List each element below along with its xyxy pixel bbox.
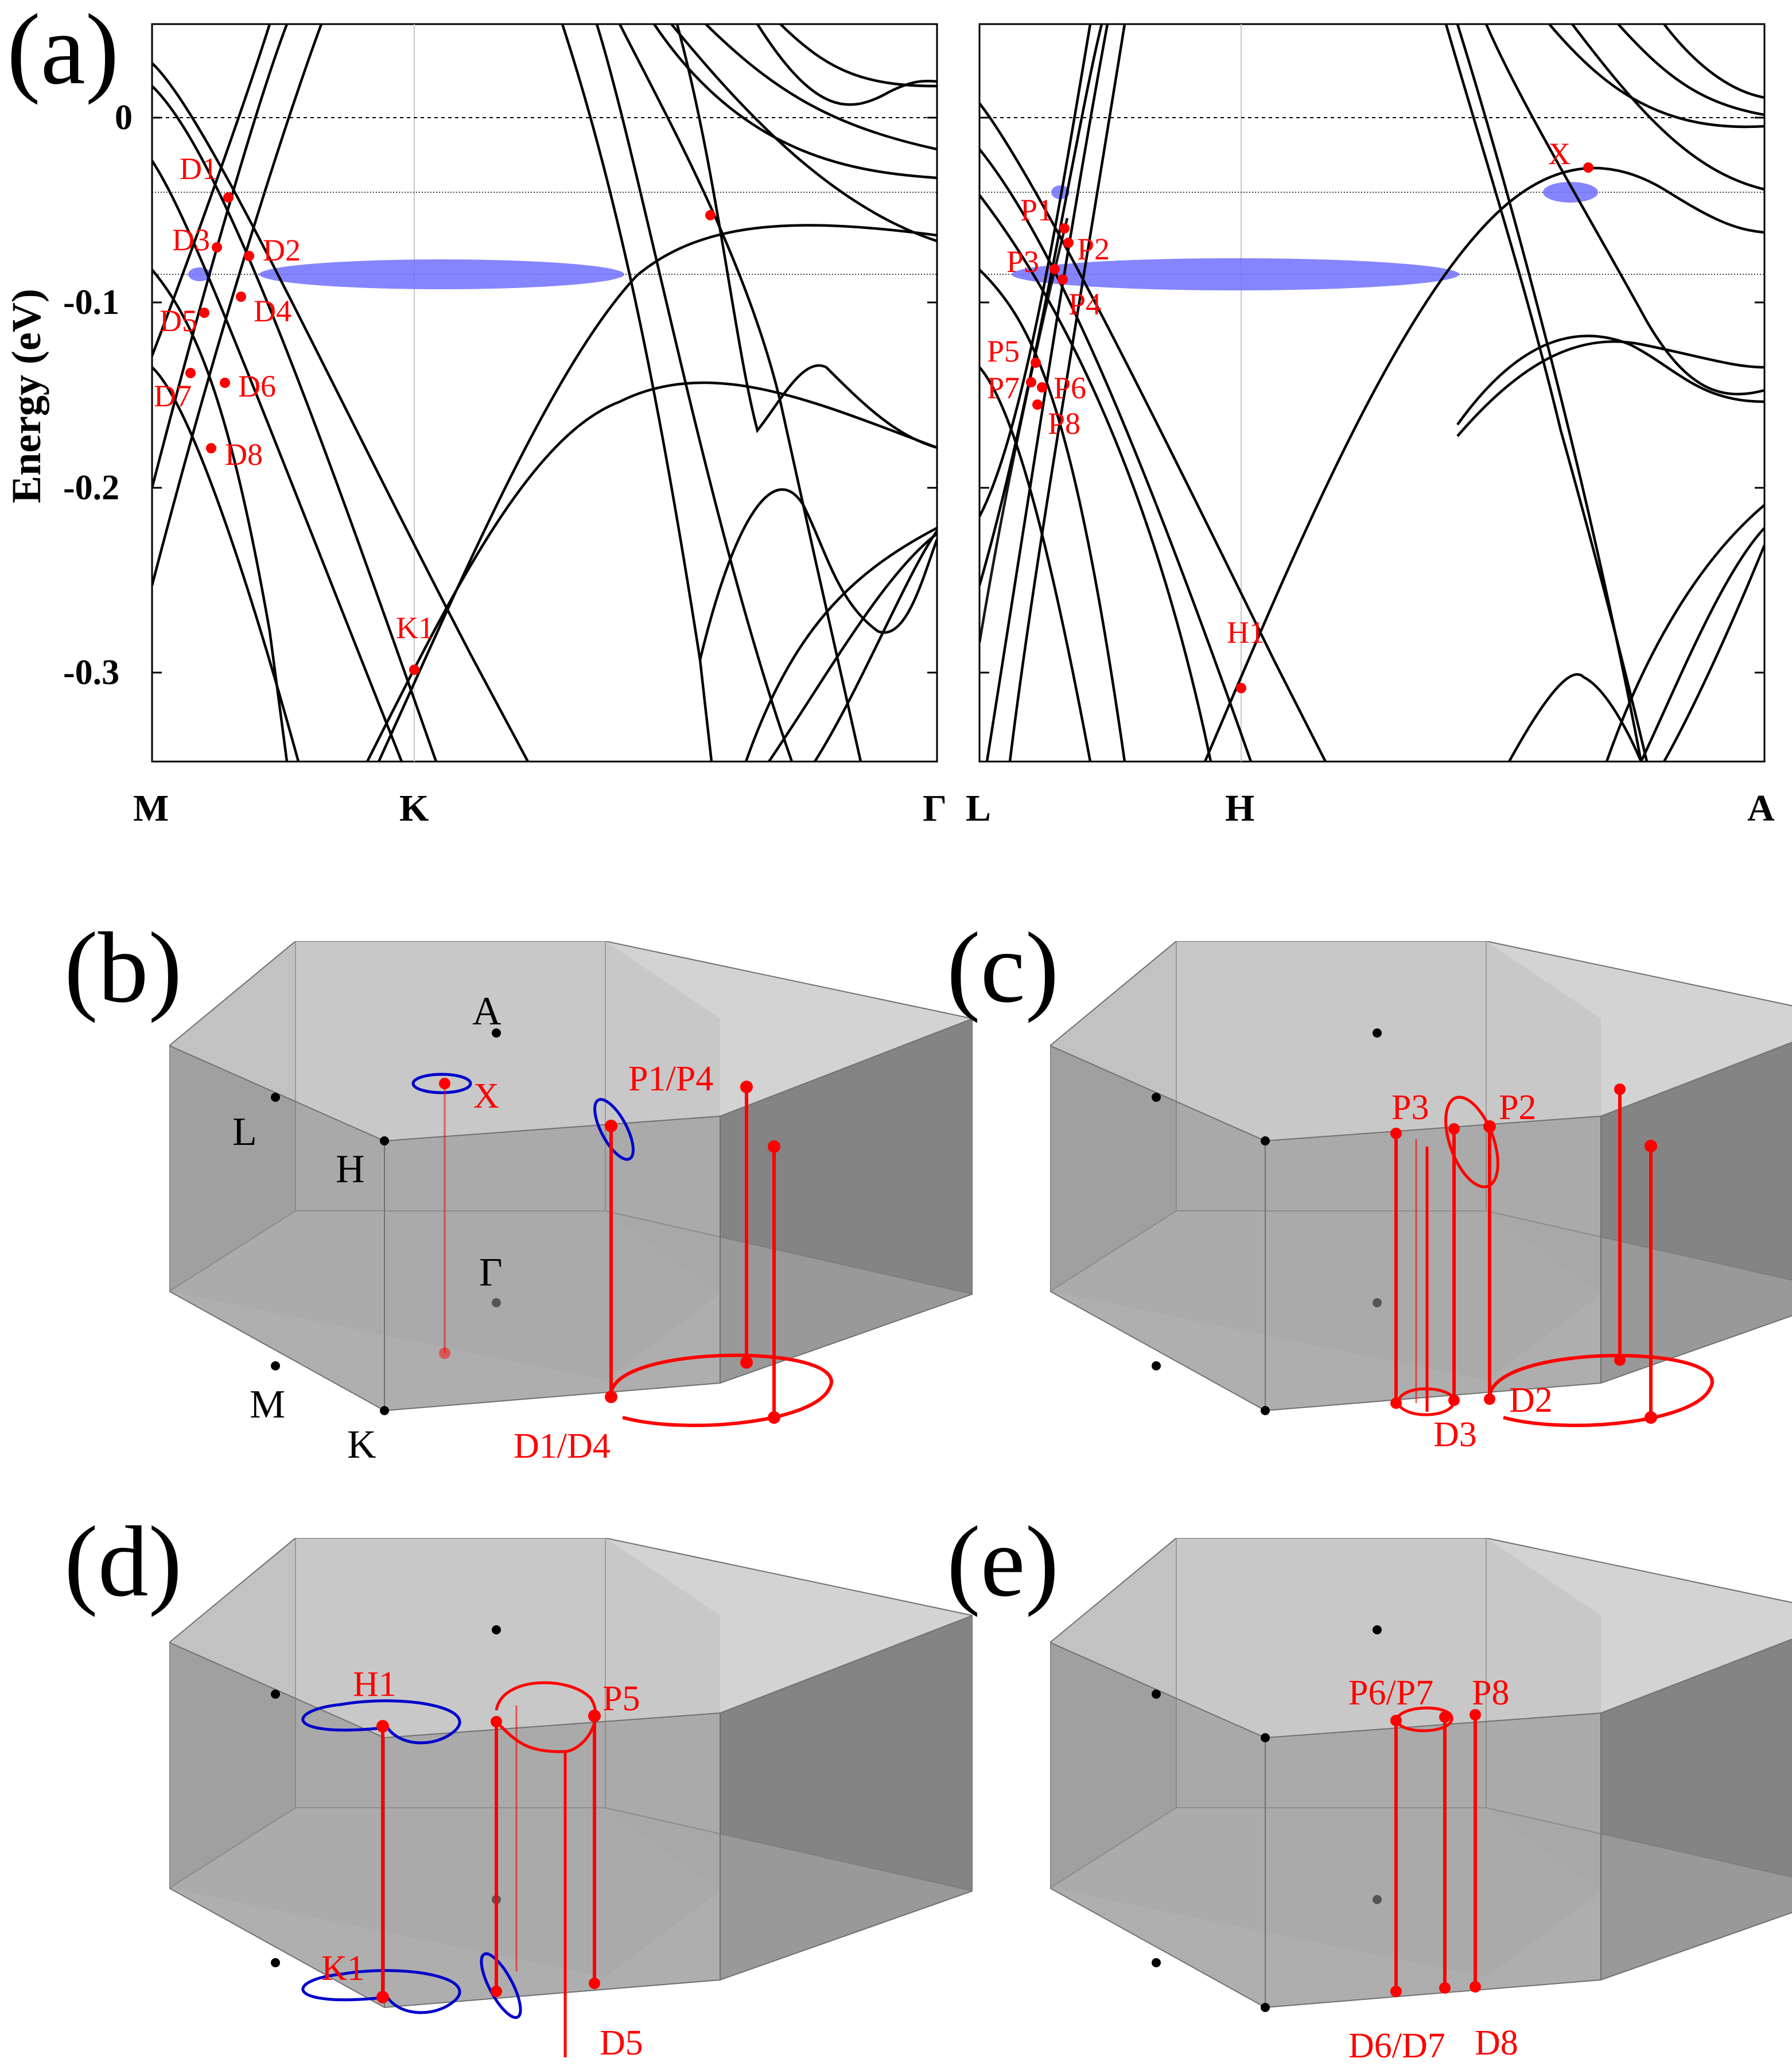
bz-point-label: A [472,989,502,1034]
panel-label-d: (d) [64,1506,182,1618]
fermi-pocket [1012,258,1459,290]
y-tick-label: 0 [115,98,133,137]
node-label: P2 [1499,1088,1536,1127]
node-label: D3 [1433,1415,1477,1454]
y-axis-label: Energy (eV) [3,289,49,503]
crossing-label: D4 [254,294,291,328]
node-label: D1/D4 [514,1427,611,1466]
crossing-label: D3 [172,223,210,257]
bz-point-label: M [250,1382,285,1427]
node-label: D2 [1509,1381,1553,1420]
node-label: H1 [353,1665,397,1704]
brillouin-zone-d: H1 P5 K1 D5 [169,1538,973,2063]
node-label: K1 [321,1949,365,1988]
node-label: P3 [1391,1088,1429,1127]
crossing-label: P6 [1054,371,1086,405]
node-label: P1/P4 [628,1059,713,1098]
bz-point-label: K [347,1423,376,1467]
panel-label-c: (c) [947,912,1059,1024]
crossing-label: P4 [1068,287,1101,321]
crossing-label: X [1548,137,1571,171]
crossing-label: D6 [238,369,276,403]
crossing-label: P1 [1020,193,1053,227]
fermi-pocket [1543,182,1598,203]
node-label: P6/P7 [1348,1673,1433,1712]
crossing-markers-left [185,192,716,675]
y-tick-label: -0.1 [63,283,119,322]
panel-label-e: (e) [947,1506,1059,1618]
brillouin-zone-e: P6/P7 P8 D6/D7 D8 [1050,1538,1792,2065]
bz-point-label: Γ [479,1250,502,1295]
fermi-pocket [259,259,624,289]
x-tick-label: H [1225,787,1254,829]
node-label: D6/D7 [1348,2026,1445,2065]
brillouin-zone-b: A L H Γ M K X P1/P4 D1/D4 [169,941,973,1467]
bz-point-label: H [336,1147,365,1191]
crossing-label: D5 [160,304,197,338]
crossing-label: P3 [1006,244,1039,279]
crossing-label: D2 [263,233,301,267]
crossing-markers-right [1026,162,1593,693]
node-label: X [473,1077,499,1116]
crossing-label: D7 [154,379,192,413]
x-tick-label: L [966,787,991,829]
node-label: D8 [1475,2024,1518,2063]
node-label: P5 [602,1679,640,1718]
bz-point-label: L [232,1110,257,1154]
crossing-label: P7 [987,371,1020,405]
panel-label-b: (b) [64,912,182,1024]
crossing-label: H1 [1227,615,1265,650]
x-tick-label: Γ [923,787,947,829]
crossing-label: P2 [1077,232,1110,266]
crossing-label: P5 [987,334,1020,368]
node-label: D5 [600,2024,643,2063]
crossing-label: K1 [396,611,434,645]
band-chart-left: D1 D2 D3 D4 D5 D6 D7 D8 K1 0 -0.1 -0.2 -… [3,23,947,829]
node-label: P8 [1472,1673,1509,1712]
crossing-label: D8 [225,437,263,472]
crossing-label: P8 [1048,406,1080,441]
y-tick-label: -0.3 [63,653,119,692]
x-tick-label: K [399,787,429,829]
band-chart-right: P1 P2 P3 P4 P5 P6 P7 P8 H1 X L H A [966,23,1775,829]
x-tick-label: A [1747,787,1775,829]
brillouin-zone-c: P3 P2 D3 D2 [1050,941,1792,1454]
panel-label-a: (a) [7,0,119,106]
x-tick-label: M [133,787,169,829]
y-tick-label: -0.2 [63,468,119,507]
crossing-label: D1 [180,152,217,186]
